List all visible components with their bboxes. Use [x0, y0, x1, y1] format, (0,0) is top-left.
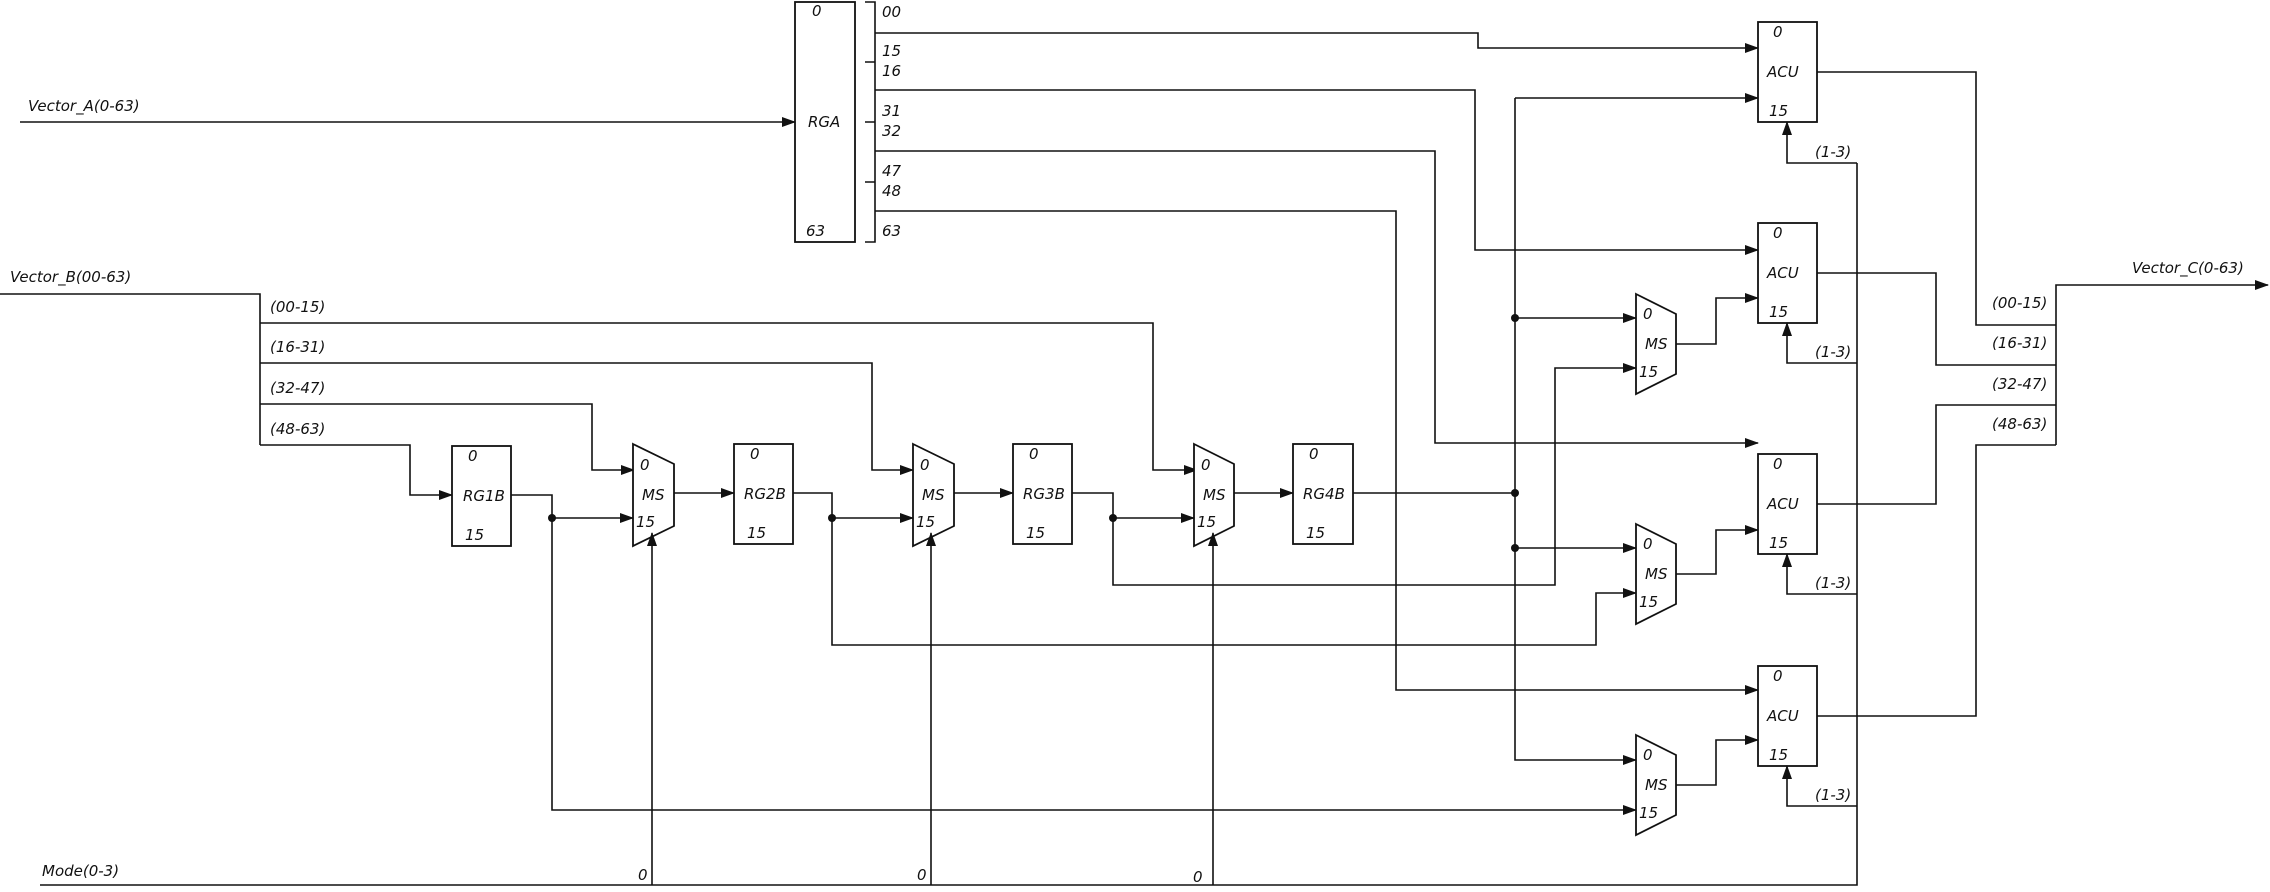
c-tap-16-31: (16-31) [1992, 334, 2047, 352]
rg1b-bottom: 15 [465, 526, 484, 544]
svg-text:0: 0 [1773, 455, 1783, 473]
b-tap-00-15: (00-15) [270, 298, 325, 316]
svg-text:0: 0 [1643, 535, 1653, 553]
mode-label: Mode(0-3) [42, 862, 119, 880]
mode-zero-2: 0 [917, 866, 927, 884]
rga-top-bit: 0 [812, 2, 822, 20]
rga-bit-00: 00 [882, 3, 901, 21]
svg-text:ACU: ACU [1766, 63, 1799, 81]
mode-zero-1: 0 [638, 866, 648, 884]
svg-text:0: 0 [1643, 746, 1653, 764]
c-tap-00-15: (00-15) [1992, 294, 2047, 312]
rg3b-top: 0 [1029, 445, 1039, 463]
rg2b-label: RG2B [744, 485, 786, 503]
svg-text:15: 15 [1769, 746, 1788, 764]
rga-label: RGA [808, 113, 840, 131]
svg-text:0: 0 [1773, 667, 1783, 685]
rg2b-top: 0 [750, 445, 760, 463]
rg4b-top: 0 [1309, 445, 1319, 463]
rga-bit-48: 48 [882, 182, 901, 200]
out-mux-2: 0 MS 15 [1635, 522, 1677, 626]
c-tap-32-47: (32-47) [1992, 375, 2047, 393]
vector-a-label: Vector_A(0-63) [28, 97, 140, 116]
svg-text:15: 15 [1639, 593, 1658, 611]
svg-text:15: 15 [1769, 102, 1788, 120]
b-tap-32-47: (32-47) [270, 379, 325, 397]
out-mux-3: 0 MS 15 [1635, 733, 1677, 837]
vector-c-bus [1817, 71, 2269, 717]
rga-bottom-bit: 63 [806, 222, 825, 240]
rga-register: 0 RGA 63 [794, 1, 856, 243]
rg4b-label: RG4B [1303, 485, 1345, 503]
rg4b-fanout [1511, 93, 1759, 765]
mode-zero-3: 0 [1193, 868, 1203, 886]
svg-text:15: 15 [1639, 363, 1658, 381]
b-tap-16-31: (16-31) [270, 338, 325, 356]
svg-text:15: 15 [1769, 303, 1788, 321]
svg-text:0: 0 [1643, 305, 1653, 323]
acu-2-mode: (1-3) [1815, 343, 1851, 361]
svg-text:ACU: ACU [1766, 495, 1799, 513]
acu-mode-wiring [1782, 121, 1857, 807]
rga-bit-16: 16 [882, 62, 901, 80]
svg-text:15: 15 [1639, 804, 1658, 822]
acu-1-mode: (1-3) [1815, 143, 1851, 161]
rg4b-register: 0 RG4B 15 [1292, 443, 1354, 545]
svg-text:15: 15 [1769, 534, 1788, 552]
svg-text:MS: MS [922, 486, 945, 504]
acu-3: 0 ACU 15 [1757, 453, 1818, 555]
svg-text:MS: MS [1645, 335, 1668, 353]
acu-2: 0 ACU 15 [1757, 222, 1818, 324]
svg-text:MS: MS [1645, 776, 1668, 794]
svg-text:15: 15 [636, 513, 655, 531]
rg3b-register: 0 RG3B 15 [1012, 443, 1073, 545]
svg-text:ACU: ACU [1766, 264, 1799, 282]
rg2b-bottom: 15 [747, 524, 766, 542]
rga-bit-31: 31 [882, 102, 901, 120]
mux-1: 0 MS 15 [632, 442, 675, 548]
b-tap-48-63: (48-63) [270, 420, 325, 438]
svg-text:MS: MS [642, 486, 665, 504]
svg-text:0: 0 [1773, 224, 1783, 242]
rga-bit-63: 63 [882, 222, 901, 240]
acu-4: 0 ACU 15 [1757, 665, 1818, 767]
svg-text:15: 15 [1197, 513, 1216, 531]
rg1b-label: RG1B [463, 487, 505, 505]
svg-text:15: 15 [916, 513, 935, 531]
vector-b-bus [0, 293, 1198, 500]
rg3b-bottom: 15 [1026, 524, 1045, 542]
rg2b-register: 0 RG2B 15 [733, 443, 794, 545]
acu-3-mode: (1-3) [1815, 574, 1851, 592]
rg1b-register: 0 RG1B 15 [451, 445, 512, 547]
rga-bit-32: 32 [882, 122, 901, 140]
rg4b-bottom: 15 [1306, 524, 1325, 542]
rg1b-top: 0 [468, 447, 478, 465]
svg-text:0: 0 [1773, 23, 1783, 41]
svg-text:MS: MS [1645, 565, 1668, 583]
svg-text:ACU: ACU [1766, 707, 1799, 725]
vector-c-label: Vector_C(0-63) [2132, 259, 2244, 278]
c-tap-48-63: (48-63) [1992, 415, 2047, 433]
rga-bit-15: 15 [882, 42, 901, 60]
svg-text:0: 0 [1201, 456, 1211, 474]
mux-3: 0 MS 15 [1193, 442, 1235, 548]
svg-text:0: 0 [920, 456, 930, 474]
mode-bus [40, 163, 1858, 886]
acu-4-mode: (1-3) [1815, 786, 1851, 804]
rg3b-label: RG3B [1023, 485, 1065, 503]
out-mux-1: 0 MS 15 [1635, 292, 1677, 396]
rga-output-bus [865, 1, 1759, 695]
out-mux-wiring [1676, 293, 1759, 786]
svg-text:MS: MS [1203, 486, 1226, 504]
svg-text:0: 0 [640, 456, 650, 474]
vector-b-label: Vector_B(00-63) [10, 268, 131, 287]
chain-wiring [511, 363, 1637, 815]
rga-bit-47: 47 [882, 162, 902, 180]
acu-1: 0 ACU 15 [1757, 21, 1818, 123]
mux-2: 0 MS 15 [912, 442, 955, 548]
